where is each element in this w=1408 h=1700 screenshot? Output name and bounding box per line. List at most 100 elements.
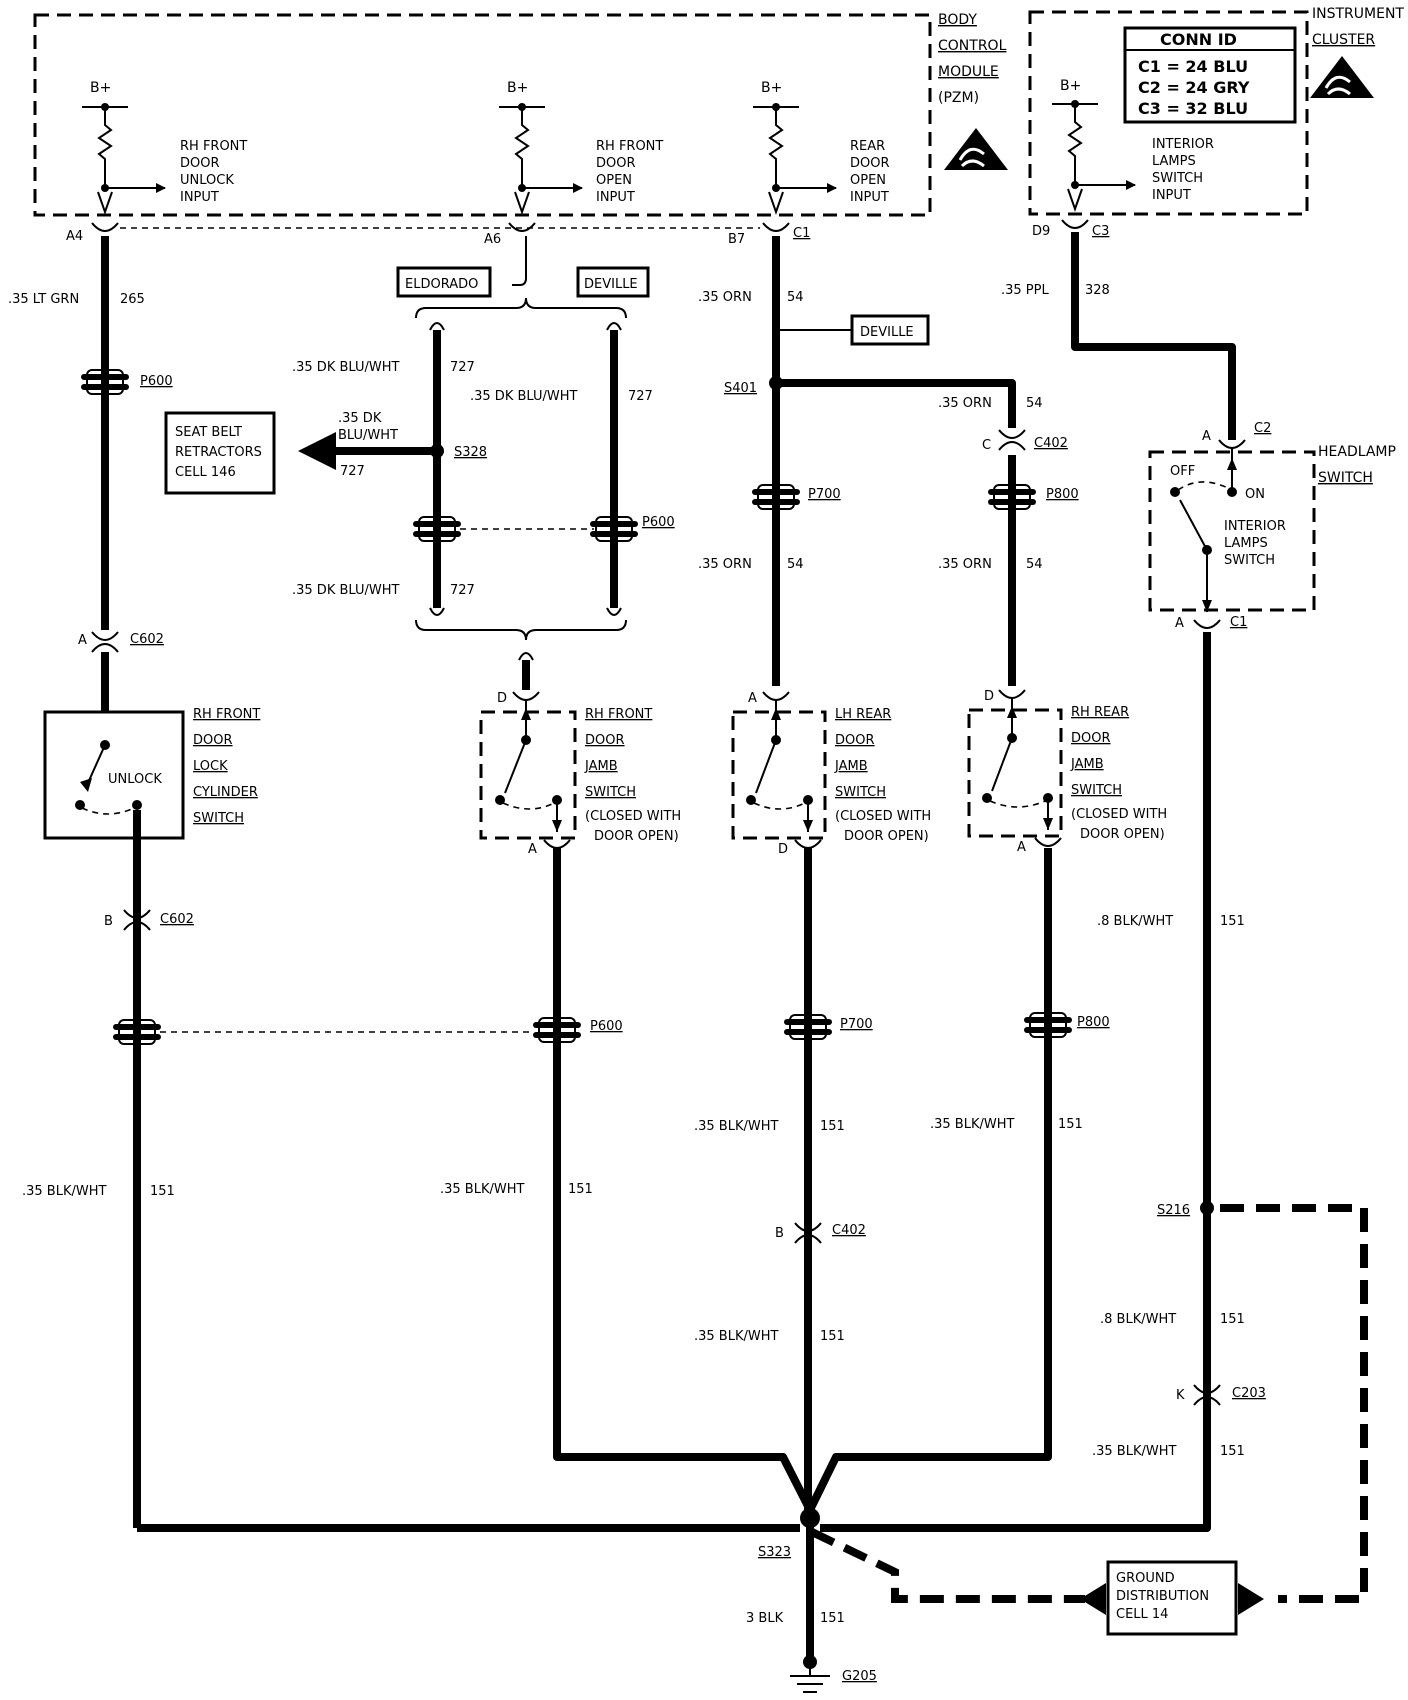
splice-s401: S401 [724, 376, 783, 396]
svg-text:MODULE: MODULE [938, 64, 999, 80]
svg-text:151: 151 [820, 1329, 845, 1344]
body-control-module-box [33, 13, 932, 217]
body-control-module-label: BODY CONTROL MODULE (PZM) [938, 12, 1007, 106]
svg-text:727: 727 [450, 583, 475, 598]
svg-text:DOOR: DOOR [180, 156, 220, 171]
connector-p700-lower [784, 1014, 832, 1040]
lock-switch-label: RH FRONT DOOR LOCK CYLINDER SWITCH [193, 707, 260, 826]
rh-front-door-jamb-switch: D A [479, 691, 577, 857]
svg-text:54: 54 [787, 290, 804, 305]
headlamp-switch: OFF ON INTERIOR LAMPS SWITCH [1148, 448, 1316, 612]
svg-text:LAMPS: LAMPS [1152, 154, 1196, 169]
splice-s323: S323 [758, 1508, 820, 1560]
wire-label-151-ground: 3 BLK 151 [746, 1611, 845, 1626]
svg-text:C1: C1 [793, 226, 810, 241]
svg-text:P600: P600 [590, 1019, 623, 1034]
svg-text:C602: C602 [160, 912, 194, 927]
ground-g205: G205 [790, 1655, 877, 1693]
lh-rear-jamb-label: LH REAR DOOR JAMB SWITCH (CLOSED WITH DO… [834, 707, 931, 844]
svg-text:A: A [1202, 429, 1211, 444]
headlamp-switch-label: HEADLAMP SWITCH [1318, 444, 1396, 486]
unlock-input-label: RH FRONT DOOR UNLOCK INPUT [180, 139, 247, 205]
svg-text:265: 265 [120, 292, 145, 307]
svg-text:B+: B+ [90, 80, 111, 96]
connector-labels: P600 P600 P600 P700 P700 P800 P800 [140, 374, 1110, 1034]
svg-text:C602: C602 [130, 632, 164, 647]
svg-text:P600: P600 [140, 374, 173, 389]
rh-front-jamb-label: RH FRONT DOOR JAMB SWITCH (CLOSED WITH D… [584, 707, 681, 844]
svg-text:.35 PPL: .35 PPL [1001, 283, 1049, 298]
wire-label-151-headlamp-mid: .8 BLK/WHT 151 [1100, 1312, 1245, 1327]
svg-text:RH FRONT: RH FRONT [585, 707, 652, 722]
svg-text:SWITCH: SWITCH [585, 785, 636, 800]
wire-label-727-eldorado: .35 DK BLU/WHT 727 [292, 360, 475, 375]
svg-text:JAMB: JAMB [834, 759, 868, 774]
connector-c1-headlamp: A C1 [1175, 615, 1247, 631]
connector-c602-b: B C602 [104, 909, 194, 931]
rh-front-door-lock-cylinder-switch: UNLOCK [43, 710, 185, 840]
wire-label-727-deville: .35 DK BLU/WHT 727 [470, 389, 653, 404]
instrument-cluster-box [1028, 10, 1309, 216]
wire-151-rhf [553, 848, 814, 1512]
splice-s328: S328 [430, 444, 487, 460]
splice-s216: S216 [1157, 1201, 1214, 1218]
svg-text:CELL 146: CELL 146 [175, 465, 236, 480]
svg-text:A: A [1017, 840, 1026, 855]
wire-label-727-lower: .35 DK BLU/WHT 727 [292, 583, 475, 598]
svg-text:151: 151 [150, 1184, 175, 1199]
svg-text:C402: C402 [832, 1223, 866, 1238]
svg-text:P800: P800 [1077, 1015, 1110, 1030]
svg-text:CONN ID: CONN ID [1160, 30, 1237, 49]
svg-text:DOOR: DOOR [835, 733, 875, 748]
instrument-cluster-label: INSTRUMENT CLUSTER [1312, 6, 1404, 48]
svg-text:LOCK: LOCK [193, 759, 228, 774]
svg-text:SEAT BELT: SEAT BELT [175, 425, 242, 440]
svg-text:C: C [982, 438, 991, 453]
wire-label-54-rhr: .35 ORN 54 [938, 557, 1043, 572]
svg-text:A: A [1175, 616, 1184, 631]
svg-text:DOOR OPEN): DOOR OPEN) [844, 829, 929, 844]
connector-p800-lower [1024, 1012, 1072, 1038]
svg-text:RH FRONT: RH FRONT [193, 707, 260, 722]
wire-label-727-seatbelt: .35 DK BLU/WHT 727 [338, 411, 398, 479]
svg-text:SWITCH: SWITCH [1224, 553, 1275, 568]
connector-c602-a: A C602 [78, 631, 164, 653]
wire-label-151-lock: .35 BLK/WHT 151 [22, 1184, 175, 1199]
svg-text:54: 54 [787, 557, 804, 572]
svg-text:54: 54 [1026, 557, 1043, 572]
svg-text:A4: A4 [66, 229, 83, 244]
svg-text:151: 151 [820, 1611, 845, 1626]
ground-distribution-path-1 [810, 1528, 1085, 1603]
wire-label-151-headlamp: .8 BLK/WHT 151 [1097, 914, 1245, 929]
svg-text:INPUT: INPUT [180, 190, 219, 205]
wire-label-54-branch: .35 ORN 54 [938, 396, 1043, 411]
svg-text:DOOR: DOOR [585, 733, 625, 748]
svg-text:C2 = 24 GRY: C2 = 24 GRY [1138, 78, 1250, 97]
wire-151-headlamp [820, 632, 1211, 1532]
svg-text:OPEN: OPEN [596, 173, 632, 188]
svg-text:.35 LT GRN: .35 LT GRN [8, 292, 79, 307]
wire-328 [1071, 232, 1236, 440]
svg-text:151: 151 [1220, 1312, 1245, 1327]
svg-text:D: D [778, 842, 788, 857]
svg-text:DEVILLE: DEVILLE [584, 277, 638, 292]
rear-open-input-label: REAR DOOR OPEN INPUT [850, 139, 890, 205]
svg-text:.35 DK: .35 DK [338, 411, 382, 426]
connector-p600-lh [81, 369, 129, 395]
svg-text:DOOR: DOOR [850, 156, 890, 171]
bplus-pullup-rh-open: B+ [499, 80, 583, 216]
interior-input-label: INTERIOR LAMPS SWITCH INPUT [1152, 137, 1214, 203]
pin-d9: D9 C3 [1032, 219, 1109, 239]
connector-p800-upper [988, 484, 1036, 510]
svg-text:RH REAR: RH REAR [1071, 705, 1129, 720]
svg-text:3 BLK: 3 BLK [746, 1611, 784, 1626]
svg-text:(PZM): (PZM) [938, 90, 979, 106]
ground-distribution-ref: GROUND DISTRIBUTION CELL 14 [1080, 1560, 1264, 1636]
option-deville-54: DEVILLE [776, 314, 930, 346]
svg-text:P800: P800 [1046, 487, 1079, 502]
svg-text:S323: S323 [758, 1545, 791, 1560]
svg-text:BODY: BODY [938, 12, 977, 28]
svg-text:SWITCH: SWITCH [835, 785, 886, 800]
svg-text:151: 151 [1220, 914, 1245, 929]
svg-text:CONTROL: CONTROL [938, 38, 1007, 54]
